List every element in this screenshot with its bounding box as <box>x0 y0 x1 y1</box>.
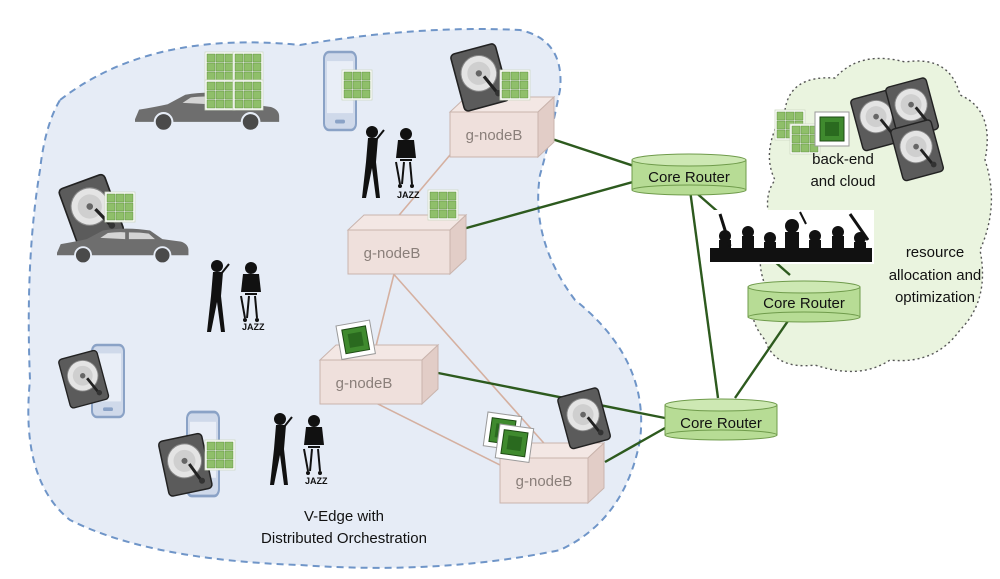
edge-link <box>369 399 511 471</box>
gnodeb-label: g-nodeB <box>466 127 523 144</box>
core-router-1[interactable]: Core Router <box>631 153 747 196</box>
chip-icon <box>494 423 535 463</box>
resource-label-line3: optimization <box>895 289 975 306</box>
jazz-label: JAZZ <box>305 476 328 486</box>
backbone-link <box>422 368 666 420</box>
core-router-2[interactable]: Core Router <box>747 280 861 323</box>
jazz-label: JAZZ <box>397 190 420 200</box>
edge-link <box>389 269 551 451</box>
data-grid-icon <box>204 51 264 111</box>
gnodeb-3[interactable]: g-nodeB <box>318 343 440 406</box>
chip-icon <box>814 111 850 147</box>
gnodeb-1[interactable]: g-nodeB <box>448 95 556 159</box>
backbone-link <box>734 317 791 399</box>
v-edge-caption-line2: Distributed Orchestration <box>261 530 427 547</box>
router-label: Core Router <box>680 415 762 432</box>
orchestra-icon <box>708 210 874 264</box>
gnodeb-2[interactable]: g-nodeB <box>346 213 468 276</box>
gnodeb-label: g-nodeB <box>516 473 573 490</box>
data-grid-icon <box>204 439 236 471</box>
cloud-label-line1: back-end <box>812 151 874 168</box>
edge-links <box>369 154 551 471</box>
backbone-link <box>604 426 666 464</box>
data-grid-icon <box>104 191 136 223</box>
gnodeb-label: g-nodeB <box>336 375 393 392</box>
gnodeb-label: g-nodeB <box>364 245 421 262</box>
backbone-link <box>539 133 641 170</box>
router-label: Core Router <box>648 169 730 186</box>
gnodeb-4[interactable]: g-nodeB <box>498 441 606 505</box>
resource-label-line1: resource <box>906 244 964 261</box>
data-grid-icon <box>499 69 531 101</box>
jazz-label: JAZZ <box>242 322 265 332</box>
backbone-link <box>688 189 720 399</box>
data-grid-icon <box>341 69 373 101</box>
cloud-label-line2: and cloud <box>810 173 875 190</box>
router-label: Core Router <box>763 295 845 312</box>
edge-link <box>374 269 396 351</box>
backbone-link <box>451 178 641 234</box>
data-grid-icon <box>427 189 459 221</box>
v-edge-caption-line1: V-Edge with <box>304 508 384 525</box>
edge-link <box>394 154 451 221</box>
chip-icon <box>335 319 376 360</box>
core-router-3[interactable]: Core Router <box>664 398 778 441</box>
resource-label-line2: allocation and <box>889 267 982 284</box>
